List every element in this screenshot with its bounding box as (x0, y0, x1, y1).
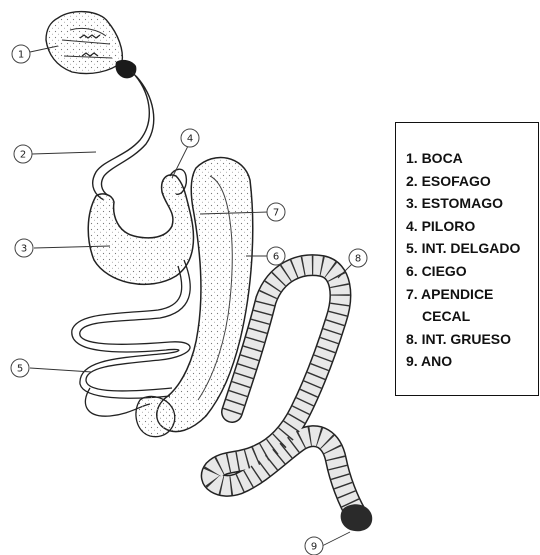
callout-5-label: 5 (17, 364, 23, 375)
legend-item-apendice-cont: CECAL (406, 305, 520, 328)
legend-item-esofago: 2. ESOFAGO (406, 170, 520, 193)
callout-7: 7 (267, 203, 285, 221)
callout-9: 9 (305, 537, 323, 555)
legend-item-ciego: 6. CIEGO (406, 260, 520, 283)
leader-lines (30, 46, 352, 546)
callout-7-label: 7 (273, 208, 279, 219)
legend: 1. BOCA 2. ESOFAGO 3. ESTOMAGO 4. PILORO… (395, 122, 539, 396)
mouth-drawing (46, 12, 136, 79)
callout-5: 5 (11, 359, 29, 377)
legend-item-int-delgado: 5. INT. DELGADO (406, 237, 520, 260)
legend-list: 1. BOCA 2. ESOFAGO 3. ESTOMAGO 4. PILORO… (406, 147, 520, 373)
callout-4: 4 (181, 129, 199, 147)
callout-4-label: 4 (187, 134, 193, 145)
legend-item-int-grueso: 8. INT. GRUESO (406, 328, 520, 351)
callout-3-label: 3 (21, 244, 27, 255)
callout-2-label: 2 (20, 150, 26, 161)
anus-drawing (341, 504, 373, 531)
legend-item-estomago: 3. ESTOMAGO (406, 192, 520, 215)
callout-6-label: 6 (273, 252, 279, 263)
callout-3: 3 (15, 239, 33, 257)
legend-item-piloro: 4. PILORO (406, 215, 520, 238)
callout-1: 1 (12, 45, 30, 63)
callout-8: 8 (349, 249, 367, 267)
callout-9-label: 9 (311, 542, 317, 553)
callout-8-label: 8 (355, 254, 361, 265)
legend-item-apendice: 7. APENDICE (406, 283, 520, 306)
callout-1-label: 1 (18, 50, 24, 61)
callout-6: 6 (267, 247, 285, 265)
esophagus-drawing (93, 72, 154, 200)
legend-item-boca: 1. BOCA (406, 147, 520, 170)
legend-item-ano: 9. ANO (406, 350, 520, 373)
callout-2: 2 (14, 145, 32, 163)
